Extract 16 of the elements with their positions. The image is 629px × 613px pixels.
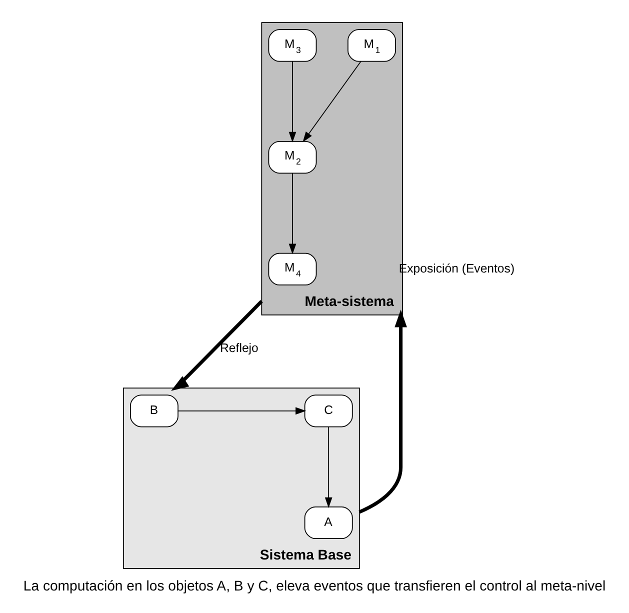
node-box: M$_{4}$ [268, 252, 317, 285]
arrow [324, 426, 332, 508]
arrow [171, 299, 263, 390]
arrow [178, 406, 306, 414]
node-box: M$_{2}$ [268, 140, 317, 174]
arrow [302, 60, 362, 142]
node-box: A [304, 506, 353, 539]
node-box: M$_{1}$ [348, 28, 396, 62]
edge-label: Reflejo [220, 340, 258, 355]
node-box: C [304, 394, 353, 427]
node-box: B [130, 394, 178, 427]
arrow [358, 309, 407, 514]
arrow [288, 172, 296, 254]
arrow [288, 60, 296, 142]
node-box: M$_{3}$ [268, 28, 317, 62]
caption: La computación en los objetos A, B y C, eleva eventos que transfieren el control al meta-nivel [23, 576, 606, 593]
